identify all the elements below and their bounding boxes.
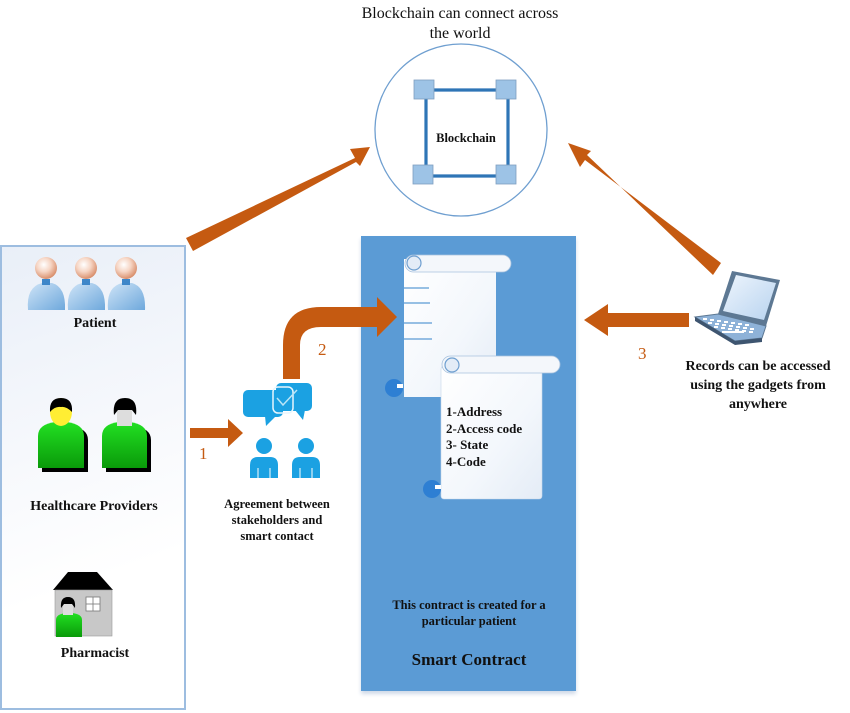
healthcare-providers-label: Healthcare Providers	[30, 499, 158, 514]
contract-field: 1-Address	[446, 404, 503, 419]
step-3-label: 3	[638, 344, 647, 363]
keyboard-keys	[703, 318, 754, 333]
blockchain-globe	[374, 43, 548, 217]
blockchain-network-icon	[424, 88, 510, 178]
contract-field: 4-Code	[446, 453, 486, 469]
arrow-to-blockchain-right	[568, 143, 721, 275]
records-caption: Records can be accessed using the gadget…	[668, 357, 848, 414]
arrow-1-to-agreement	[190, 419, 243, 447]
flow-arrows	[186, 143, 721, 447]
agreement-line-1: Agreement between	[224, 497, 330, 511]
patient-label: Patient	[73, 316, 117, 331]
provider-icon-male	[102, 398, 151, 472]
agreement-caption: Agreement between stakeholders and smart…	[212, 496, 342, 544]
node-icon	[495, 79, 517, 100]
blockchain-label: Blockchain	[436, 131, 496, 145]
records-line-2: using the gadgets from	[690, 378, 826, 393]
step-2-label: 2	[318, 340, 327, 359]
contract-field: 2-Access code	[446, 420, 523, 436]
contract-note-line-2: particular patient	[421, 614, 517, 628]
step-1-label: 1	[199, 444, 208, 463]
provider-icon-female	[38, 398, 88, 472]
agreement-line-2: stakeholders and	[231, 513, 323, 527]
pharmacist-label: Pharmacist	[60, 646, 130, 661]
pharmacist-icon	[53, 572, 113, 637]
records-line-3: anywhere	[728, 397, 788, 412]
blockchain-circle	[374, 43, 548, 217]
records-line-1: Records can be accessed	[685, 359, 831, 374]
laptop-icon	[693, 271, 780, 345]
node-icon	[413, 79, 435, 100]
agreement-line-3: smart contact	[240, 529, 314, 543]
blockchain-nodes	[412, 79, 517, 185]
node-icon	[412, 164, 434, 185]
contract-note-line-1: This contract is created for a	[392, 598, 546, 612]
contract-fields-list: 1-Address 2-Access code 3- State 4-Code	[446, 404, 546, 470]
contract-field: 3- State	[446, 437, 489, 452]
agreement-icon	[243, 383, 320, 478]
contract-note: This contract is created for a particula…	[365, 597, 573, 629]
patient-icon	[67, 257, 106, 310]
scroll-lines	[404, 287, 432, 340]
arrow-to-blockchain-left	[186, 147, 370, 251]
arrow-3-to-contract	[584, 304, 689, 336]
healthcare-provider-icons	[38, 398, 151, 472]
contract-scroll-front	[423, 355, 561, 500]
patient-icon	[107, 257, 146, 310]
blockchain-caption: Blockchain can connect across the world	[340, 4, 580, 44]
patient-icon	[27, 257, 66, 310]
caption-line-1: Blockchain can connect across	[361, 5, 559, 22]
arrow-2-to-contract	[283, 297, 397, 379]
patient-icons	[27, 257, 146, 310]
smart-contract-title: Smart Contract	[411, 650, 527, 669]
node-icon	[495, 164, 517, 185]
caption-line-2: the world	[429, 25, 491, 42]
